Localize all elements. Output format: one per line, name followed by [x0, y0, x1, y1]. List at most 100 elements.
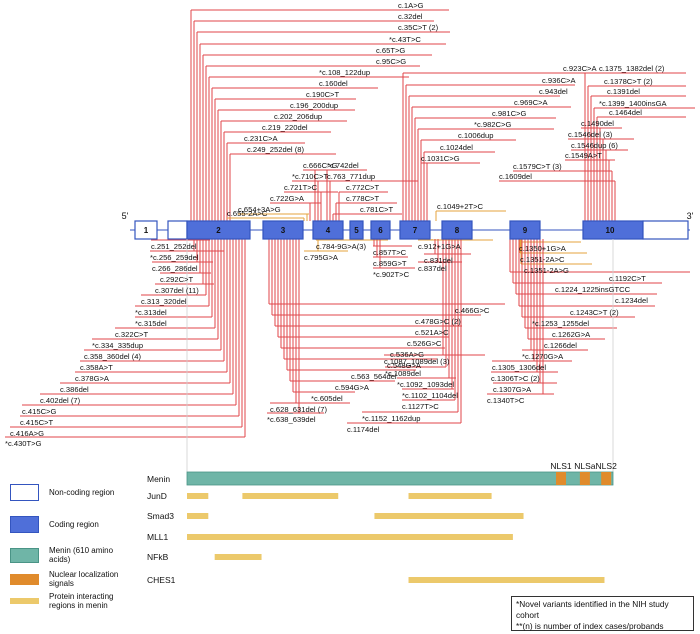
variant-below-c-378g-a-label: c.378G>A	[75, 374, 110, 383]
exon-5-box	[349, 220, 364, 240]
coding-swatch	[10, 516, 39, 533]
exon-10-number: 10	[606, 226, 615, 235]
variant-below-c-1306t-c-2-label: c.1306T>C (2)	[491, 374, 540, 383]
variant-below-c-313del-label: *c.313del	[135, 308, 167, 317]
variant-below-c-1192c-t-label: c.1192C>T	[609, 274, 646, 283]
variant-below-c-521a-c-label: c.521A>C	[415, 328, 449, 337]
jund-interaction-segment-3	[408, 493, 492, 499]
protein-row-label-ches1: CHES1	[147, 575, 176, 585]
legend-label-noncoding: Non-coding region	[49, 487, 115, 497]
variant-above-c-981c-g-label: c.981C>G	[492, 109, 526, 118]
variant-above-c-1546dup-6-label: c.1546dup (6)	[571, 141, 618, 150]
nls-box-nlsa	[579, 472, 590, 485]
variant-below-c-415c-g-label: c.415C>G	[22, 407, 56, 416]
variant-above-c-1031c-g-label: c.1031C>G	[421, 154, 460, 163]
legend-label-coding: Coding region	[49, 519, 99, 529]
legend-label-interacting: Protein interacting regions in menin	[49, 592, 114, 611]
variant-above-c-655-2a-c-label: c.655-2A>C	[227, 209, 268, 218]
exon-8-number: 8	[455, 226, 460, 235]
legend-label-nls: Nuclear localization signals	[49, 570, 119, 589]
variant-below-c-831del-label: c.831del	[424, 256, 453, 265]
variant-below-c-358-360del-4-label: c.358_360del (4)	[84, 352, 141, 361]
variant-below-c-638-639del-label: *c.638_639del	[267, 415, 316, 424]
jund-interaction-segment-1	[187, 493, 209, 499]
variant-above-c-1490del-label: c.1490del	[581, 119, 614, 128]
variant-above-c-1391del-label: c.1391del	[607, 87, 640, 96]
exon-9-number: 9	[523, 226, 528, 235]
variant-above-c-196-200dup-label: c.196_200dup	[290, 101, 338, 110]
variant-below-c-859g-t-label: c.859G>T	[373, 259, 407, 268]
protein-row-label-smad3: Smad3	[147, 511, 174, 521]
variant-below-c-1089del-label: *c.1089del	[385, 369, 421, 378]
variant-below-c-1270g-a-label: *c.1270G>A	[522, 352, 564, 361]
variant-above-c-231c-a-label: c.231C>A	[244, 134, 278, 143]
exon-1-number: 1	[144, 226, 149, 235]
ches1-interaction-segment-1	[408, 577, 605, 583]
variant-above-c-742del-label: *c.742del	[327, 161, 359, 170]
variant-below-c-1253-1255del-label: *c.1253_1255del	[532, 319, 589, 328]
menin-bar	[186, 471, 614, 486]
exon-5-number: 5	[354, 226, 359, 235]
legend-item-coding: Coding region	[10, 516, 99, 533]
prime-5-label: 5'	[122, 211, 129, 221]
variant-above-c-772c-t-label: c.772C>T	[346, 183, 379, 192]
variant-below-c-1340t-c-label: c.1340T>C	[487, 396, 525, 405]
variant-below-c-1351-2a-c-label: c.1351-2A>C	[520, 255, 565, 264]
variant-below-c-1152-1162dup-label: *c.1152_1162dup	[362, 414, 420, 423]
variant-below-c-536a-g-label: c.536A>G	[390, 350, 424, 359]
legend-item-menin: Menin (610 amino acids)	[10, 546, 125, 564]
smad3-interaction-segment-2	[374, 513, 524, 519]
variant-below-c-478g-c-2-label: c.478G>C (2)	[415, 317, 461, 326]
variant-below-c-251-252del-label: c.251_252del	[151, 242, 197, 251]
variant-below-c-1350-1g-a-label: c.1350+1G>A	[519, 244, 567, 253]
variant-above-c-1399-1400insga-label: *c.1399_1400insGA	[599, 99, 667, 108]
variant-below-c-902t-c-label: *c.902T>C	[373, 270, 410, 279]
smad3-interaction-segment-1	[187, 513, 209, 519]
variant-above-c-1378c-t-2-label: c.1378C>T (2)	[604, 77, 653, 86]
variant-below-c-837del-label: c.837del	[418, 264, 447, 273]
variant-below-c-292c-t-label: c.292C>T	[160, 275, 193, 284]
variant-above-c-95c-g-label: c.95C>G	[376, 57, 406, 66]
exon-7-number: 7	[413, 226, 418, 235]
footnote-box: *Novel variants identified in the NIH st…	[511, 596, 694, 631]
variant-above-c-943del-label: c.943del	[539, 87, 568, 96]
variant-below-c-1243c-t-2-label: c.1243C>T (2)	[570, 308, 619, 317]
variant-above-c-249-252del-8-label: c.249_252del (8)	[247, 145, 304, 154]
variant-above-c-35c-t-2-label: c.35C>T (2)	[398, 23, 439, 32]
variant-below-c-1127t-c-label: c.1127T>C	[402, 402, 439, 411]
variant-below-c-416a-g-label: c.416A>G	[10, 429, 44, 438]
variant-below-c-430t-g-label: *c.430T>G	[5, 439, 42, 448]
variant-below-c-313-320del-label: c.313_320del	[141, 297, 187, 306]
variant-below-c-358a-t-label: c.358A>T	[80, 363, 113, 372]
variant-below-c-1174del-label: c.1174del	[347, 425, 380, 434]
variant-above-c-1464del-label: c.1464del	[609, 108, 642, 117]
variant-above-c-1579c-t-3-label: c.1579C>T (3)	[513, 162, 562, 171]
exon-10-utr	[642, 220, 689, 240]
variant-below-c-415c-t-label: c.415C>T	[20, 418, 53, 427]
variant-below-c-1224-1225insgtcc-label: c.1224_1225insGTCC	[555, 285, 631, 294]
prime-3-label: 3'	[687, 211, 694, 221]
variant-below-c-628-631del-7-label: c.628_631del (7)	[270, 405, 327, 414]
variant-below-c-334-335dup-label: *c.334_335dup	[92, 341, 143, 350]
variant-below-c-548g-a-label: c.548G>A	[387, 361, 422, 370]
variant-below-c-594g-a-label: c.594G>A	[335, 383, 370, 392]
variant-above-c-219-220del-label: c.219_220del	[262, 123, 308, 132]
variant-above-c-108-122dup-label: *c.108_122dup	[319, 68, 370, 77]
interacting-swatch	[10, 598, 39, 605]
legend-item-noncoding: Non-coding region	[10, 484, 114, 501]
variant-above-c-710c-t-label: *c.710C>T	[292, 172, 328, 181]
variant-above-c-43t-c-label: *c.43T>C	[389, 35, 421, 44]
variant-below-c-307del-11-label: c.307del (11)	[155, 286, 199, 295]
variant-below-c-1102-1104del-label: *c.1102_1104del	[402, 391, 458, 400]
variant-below-c-795g-a-label: c.795G>A	[304, 253, 339, 262]
variant-below-c-1351-2a-g-label: c.1351-2A>G	[524, 266, 569, 275]
variant-below-c-1305-1306del-label: c.1305_1306del	[492, 363, 546, 372]
variant-below-c-1234del-label: c.1234del	[615, 296, 648, 305]
variant-below-c-466g-c-label: c.466G>C	[455, 306, 490, 315]
exon-9-box	[509, 220, 541, 240]
exon-8-box	[441, 220, 473, 240]
exon-6-box	[370, 220, 391, 240]
variant-above-c-982c-g-label: *c.982C>G	[474, 120, 511, 129]
variant-above-c-654-3a-g-label: c.654+3A>G	[238, 205, 281, 214]
